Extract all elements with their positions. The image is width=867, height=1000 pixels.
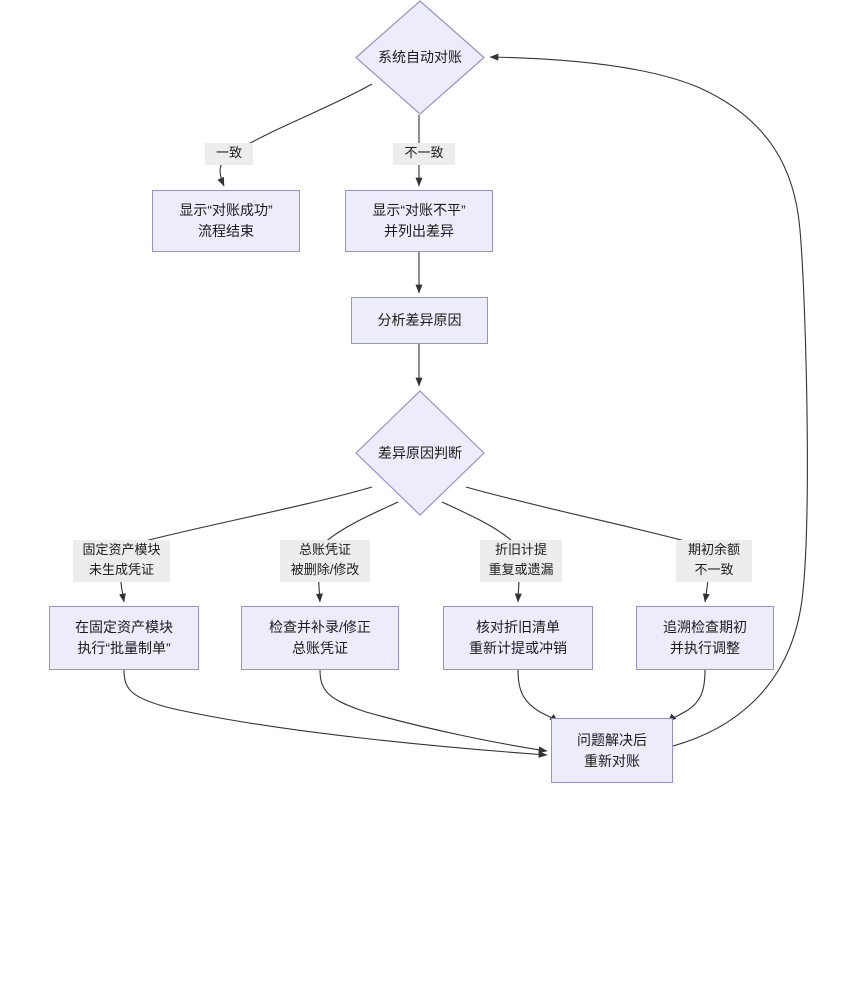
node-show-reconcile-imbalance[interactable]: 显示“对账不平” 并列出差异	[345, 190, 493, 252]
diamond-shape	[355, 0, 485, 115]
edge-label-depreciation-duplicate-missing: 折旧计提 重复或遗漏	[480, 540, 562, 582]
node-label: 问题解决后 重新对账	[577, 731, 647, 769]
node-check-fix-gl-voucher[interactable]: 检查并补录/修正 总账凭证	[241, 606, 399, 670]
node-label: 检查并补录/修正 总账凭证	[269, 619, 371, 656]
edge-label-opening-balance-mismatch: 期初余额 不一致	[676, 540, 752, 582]
edge-label-consistent: 一致	[205, 143, 253, 165]
node-trace-opening-balance[interactable]: 追溯检查期初 并执行调整	[636, 606, 774, 670]
edge-n6-n10	[123, 669, 548, 758]
node-label: 差异原因判断	[378, 444, 462, 461]
node-difference-cause-decision[interactable]: 差异原因判断	[355, 390, 485, 516]
node-show-reconcile-success[interactable]: 显示“对账成功” 流程结束	[152, 190, 300, 252]
node-analyze-difference-cause[interactable]: 分析差异原因	[351, 297, 488, 344]
edge-n8-n10	[517, 669, 559, 723]
node-label: 追溯检查期初 并执行调整	[663, 619, 747, 656]
diamond-shape	[355, 390, 485, 516]
node-label: 在固定资产模块 执行“批量制单”	[75, 619, 173, 656]
node-verify-depreciation-list[interactable]: 核对折旧清单 重新计提或冲销	[443, 606, 593, 670]
node-fixed-asset-batch-voucher[interactable]: 在固定资产模块 执行“批量制单”	[49, 606, 199, 670]
node-label: 核对折旧清单 重新计提或冲销	[469, 619, 567, 656]
node-re-reconcile-after-fix[interactable]: 问题解决后 重新对账	[551, 718, 673, 783]
edge-label-inconsistent: 不一致	[393, 143, 455, 165]
edge-n1-n2	[217, 83, 373, 187]
edge-n7-n10	[319, 669, 548, 754]
node-label: 显示“对账不平” 并列出差异	[372, 202, 466, 239]
edge-label-fixed-asset-no-voucher: 固定资产模块 未生成凭证	[73, 540, 170, 582]
node-label: 显示“对账成功” 流程结束	[179, 202, 273, 239]
node-label: 分析差异原因	[377, 312, 462, 328]
node-system-auto-reconcile[interactable]: 系统自动对账	[355, 0, 485, 115]
edge-n9-n10	[667, 669, 706, 723]
edge-label-gl-voucher-deleted-modified: 总账凭证 被删除/修改	[280, 540, 370, 582]
edge-n10-n1	[489, 53, 808, 747]
node-label: 系统自动对账	[378, 49, 462, 65]
